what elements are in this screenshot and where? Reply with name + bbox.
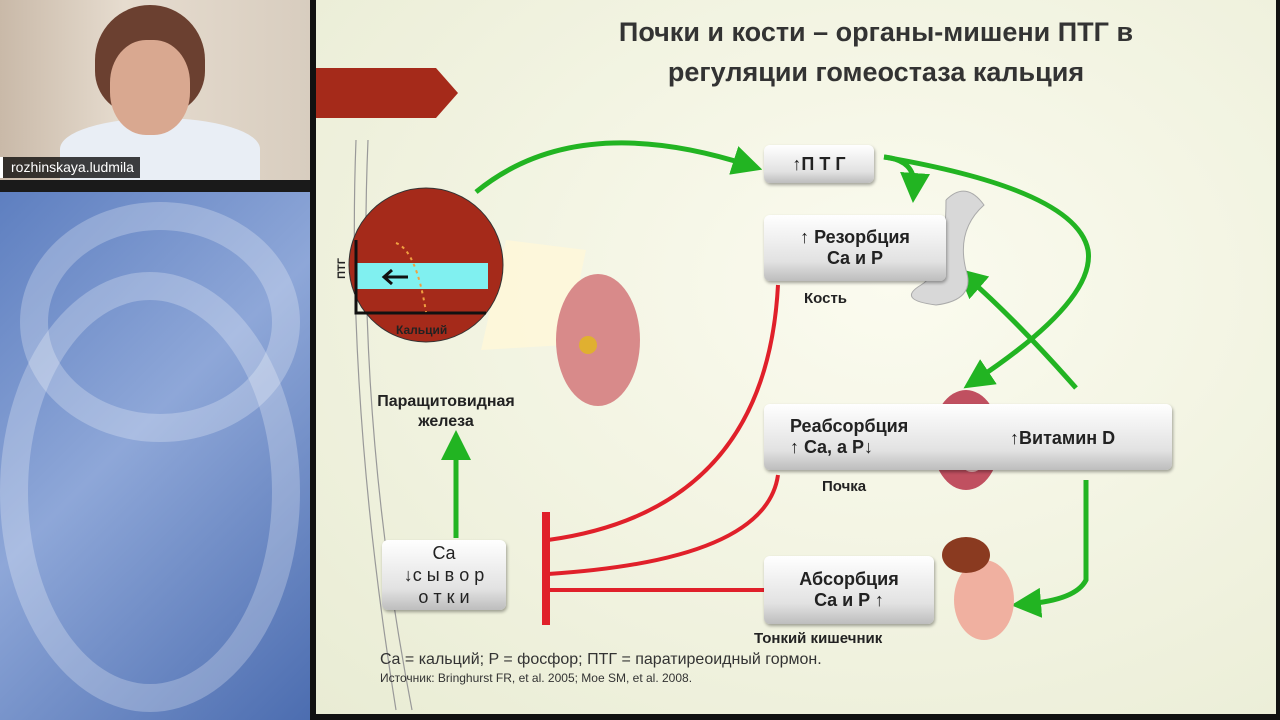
intestine-image — [954, 560, 1014, 640]
inset-x-label: Кальций — [396, 323, 448, 337]
absorption-box: Абсорбция Ca и P ↑ — [764, 556, 934, 624]
title-line: регуляции гомеостаза кальция — [667, 57, 1085, 87]
decor-arc — [20, 202, 300, 442]
parathyroid-label-line: железа — [418, 413, 474, 430]
kidney-label: Почка — [822, 478, 867, 495]
absorption-line: Абсорбция — [799, 569, 899, 589]
reabsorption-line: Реабсорбция — [790, 416, 909, 436]
participant-panel: rozhinskaya.ludmila — [0, 0, 310, 720]
parathyroid-gland — [556, 274, 640, 406]
person-face — [110, 40, 190, 135]
serum-line: Ca — [432, 543, 456, 563]
absorption-line: Ca и P ↑ — [814, 590, 884, 610]
green-arrows — [441, 140, 1091, 618]
title-banner-arrow — [316, 68, 458, 118]
presentation-slide: Почки и кости – органы-мишени ПТГ в регу… — [316, 0, 1276, 714]
title-line: Почки и кости – органы-мишени ПТГ в — [618, 17, 1134, 47]
source-text: Источник: Bringhurst FR, et al. 2005; Mo… — [380, 671, 693, 685]
reabsorption-box: Реабсорбция ↑ Ca, a P↓ — [764, 404, 1172, 470]
intestine-label: Тонкий кишечник — [754, 630, 883, 647]
diagram-graphics — [316, 68, 1091, 711]
red-inhibitory-lines — [542, 284, 780, 625]
pth-calcium-inset — [348, 187, 586, 350]
serum-calcium-box: Ca ↓с ы в о р о т к и — [382, 540, 506, 610]
resorption-line: Ca и P — [826, 248, 884, 268]
reabsorption-line: ↑ Ca, a P↓ — [790, 437, 874, 457]
parathyroid-label: Паращитовидная железа — [356, 392, 536, 432]
slide-title: Почки и кости – органы-мишени ПТГ в регу… — [516, 12, 1236, 92]
participant-name: rozhinskaya.ludmila — [0, 157, 140, 178]
serum-line: о т к и — [418, 587, 470, 607]
bone-label: Кость — [804, 290, 848, 307]
inset-y-label: ПТГ — [336, 258, 348, 279]
serum-line: ↓с ы в о р — [403, 565, 485, 585]
legend-text: Ca = кальций; P = фосфор; ПТГ = паратире… — [380, 651, 822, 668]
vitamin-d-label: ↑Витамин D — [1010, 428, 1116, 448]
resorption-line: ↑ Резорбция — [800, 227, 910, 247]
participant-video[interactable]: rozhinskaya.ludmila — [0, 0, 310, 180]
shared-screen-background — [0, 192, 310, 720]
pth-box: ↑П Т Г — [764, 145, 874, 183]
parathyroid-label-line: Паращитовидная — [377, 393, 515, 410]
resorption-box: ↑ Резорбция Ca и P — [764, 215, 946, 281]
